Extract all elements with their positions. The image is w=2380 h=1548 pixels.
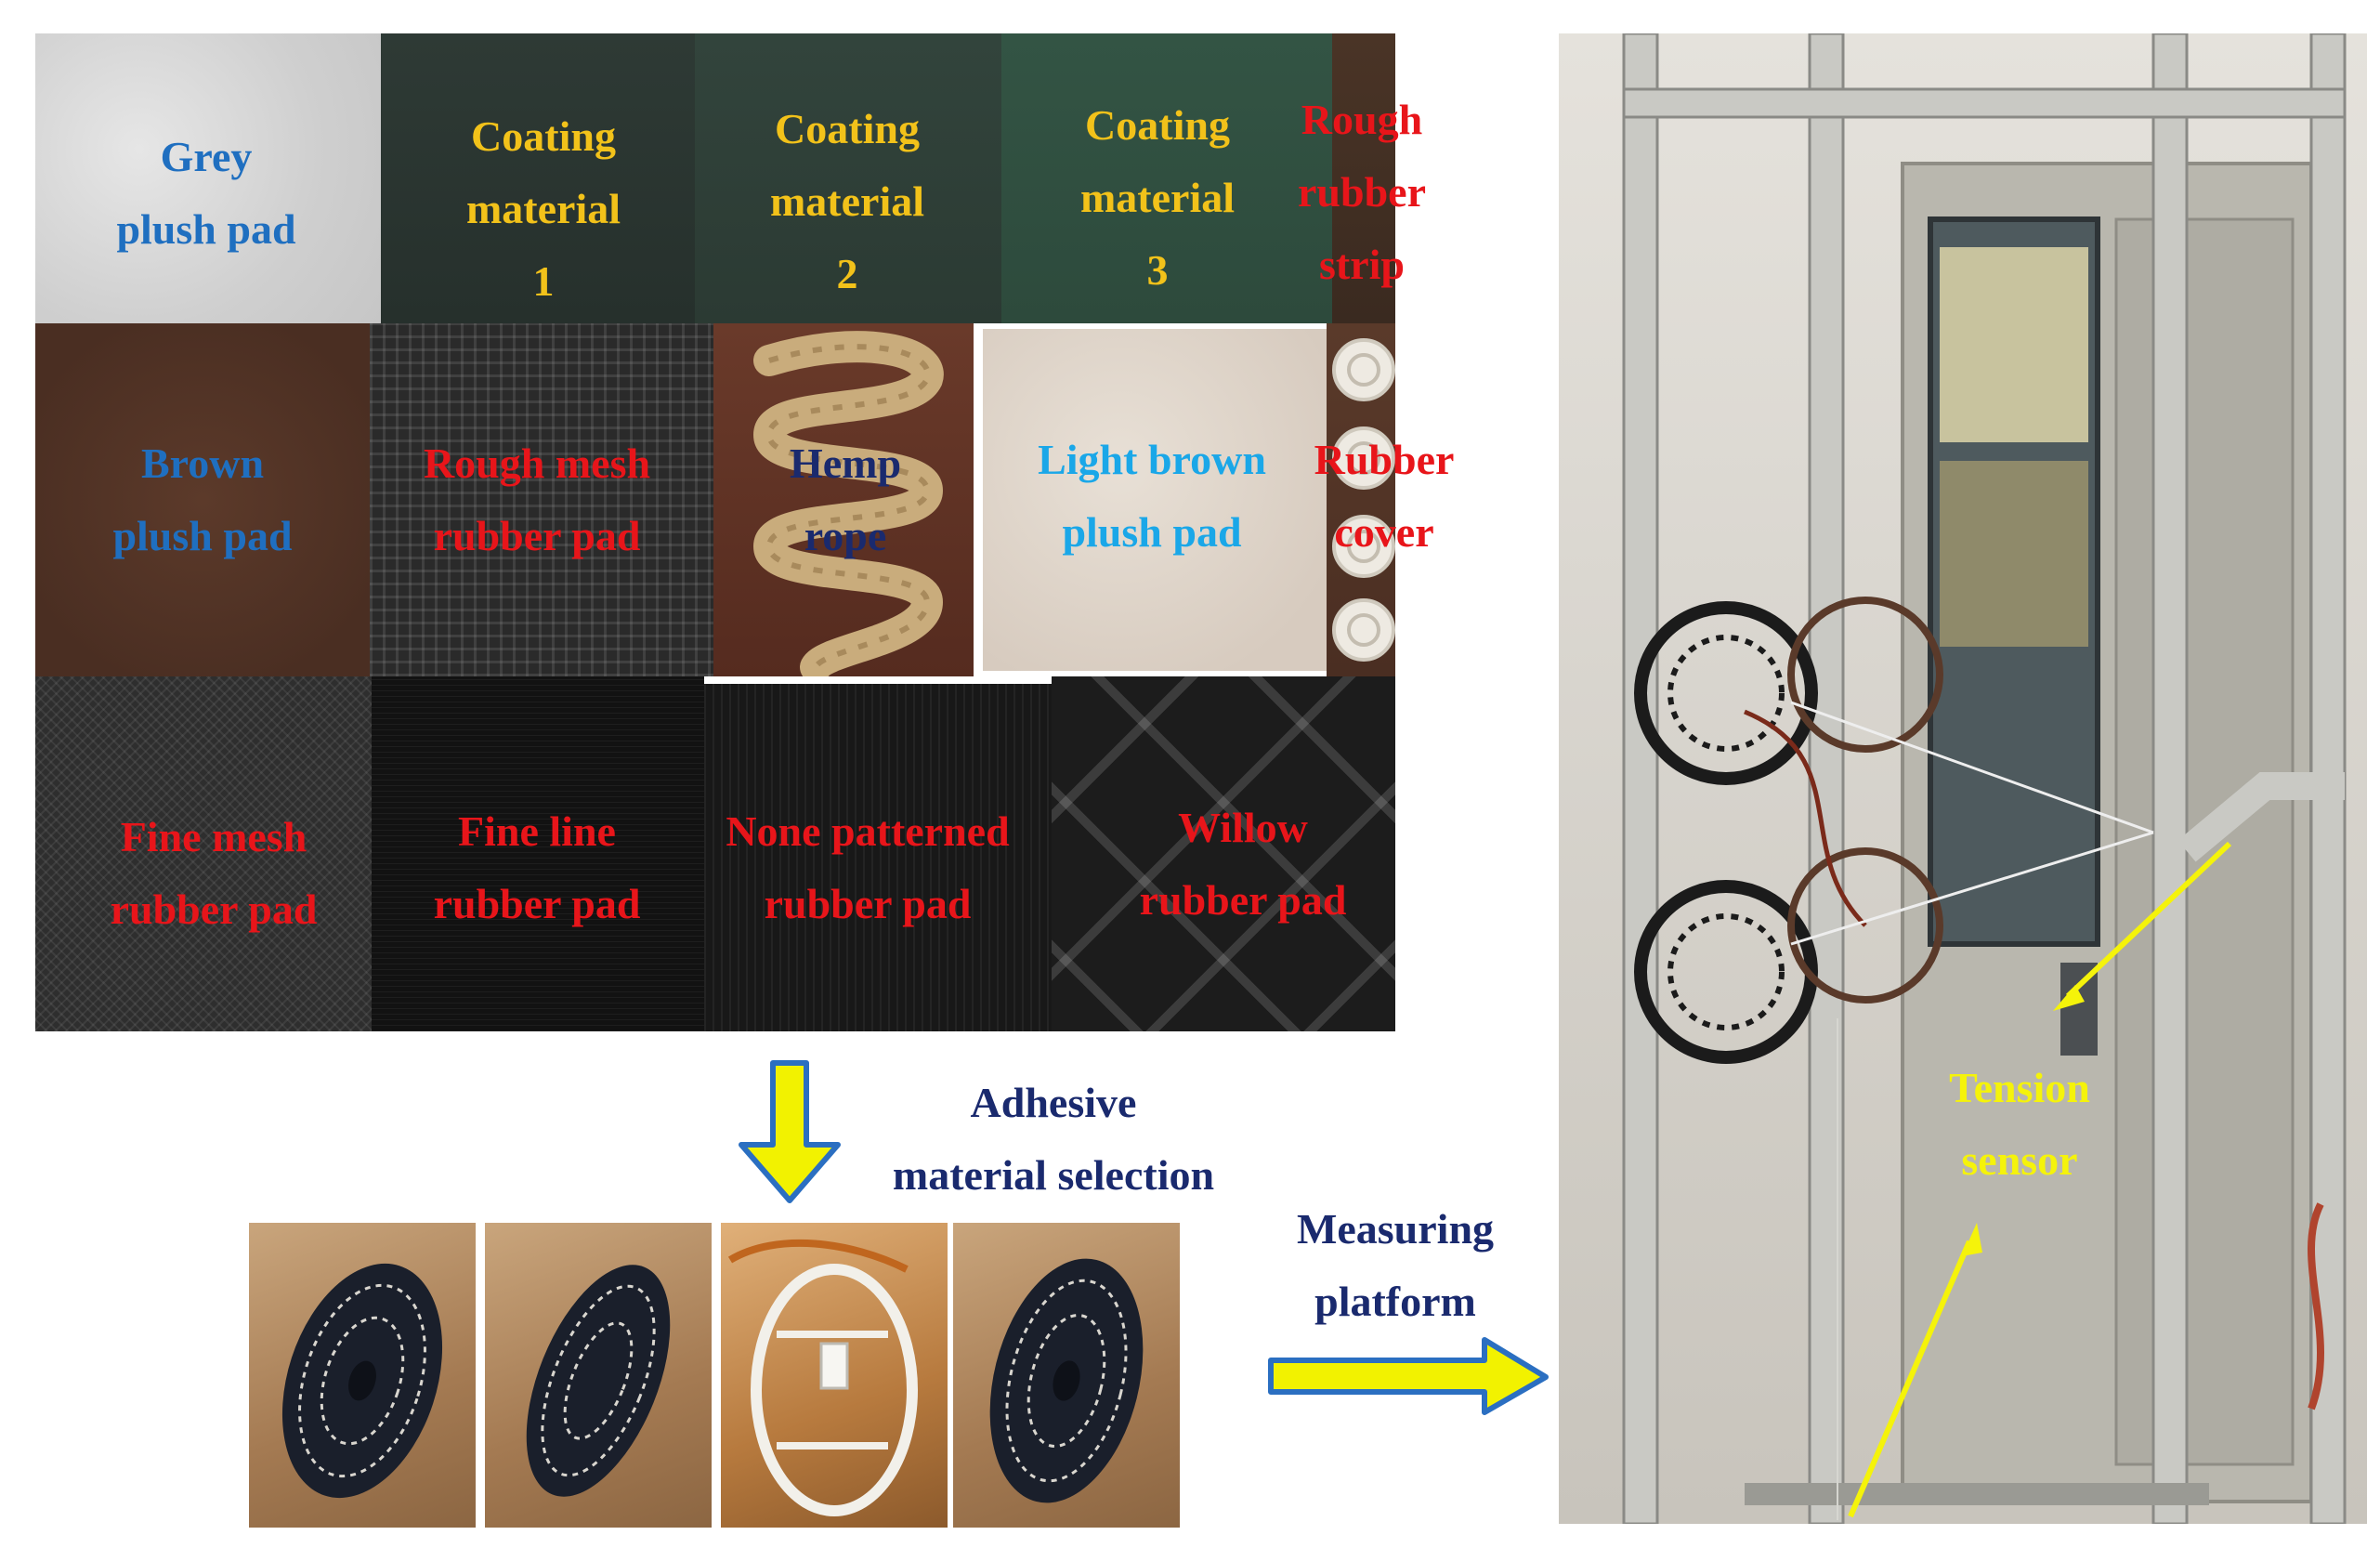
wheel-photo-3	[721, 1223, 948, 1528]
fine-line-rubber-pad-sample	[372, 676, 704, 1031]
fine-mesh-rubber-pad-sample	[35, 676, 372, 1031]
mesh-wheel-icon	[989, 1258, 1144, 1503]
mesh-wheel-icon	[526, 1265, 671, 1497]
wheel-frame-icon	[727, 1239, 918, 1516]
right-arrow-icon	[1268, 1337, 1549, 1415]
material-grid	[35, 33, 1395, 1031]
rubber-cover-sample	[1327, 323, 1395, 676]
hemp-rope-icon	[752, 331, 944, 676]
down-arrow-icon	[739, 1060, 841, 1203]
wheel-photo-4	[953, 1223, 1180, 1528]
mesh-wheel-icon	[281, 1263, 443, 1499]
willow-rubber-pad-sample	[1052, 676, 1395, 1031]
light-brown-plush-pad-sample	[983, 329, 1327, 671]
wheel-photo-1	[249, 1223, 476, 1528]
none-patterned-rubber-pad-sample	[704, 684, 1052, 1031]
rough-mesh-rubber-pad-sample	[370, 323, 713, 676]
wheel-photo-2	[485, 1223, 712, 1528]
measuring-platform-photo	[1559, 33, 2367, 1524]
brown-plush-pad-sample	[35, 323, 370, 676]
coating-material-3-sample	[1001, 33, 1332, 323]
platform-scene	[1622, 33, 2347, 1524]
coating-material-1-sample	[381, 33, 695, 323]
coating-material-2-sample	[695, 33, 1001, 323]
rubber-cover-rings-icon	[1332, 338, 1395, 662]
rough-rubber-strip-sample	[1332, 33, 1395, 323]
grey-plush-pad-sample	[35, 33, 381, 323]
hemp-rope-sample	[713, 323, 974, 676]
